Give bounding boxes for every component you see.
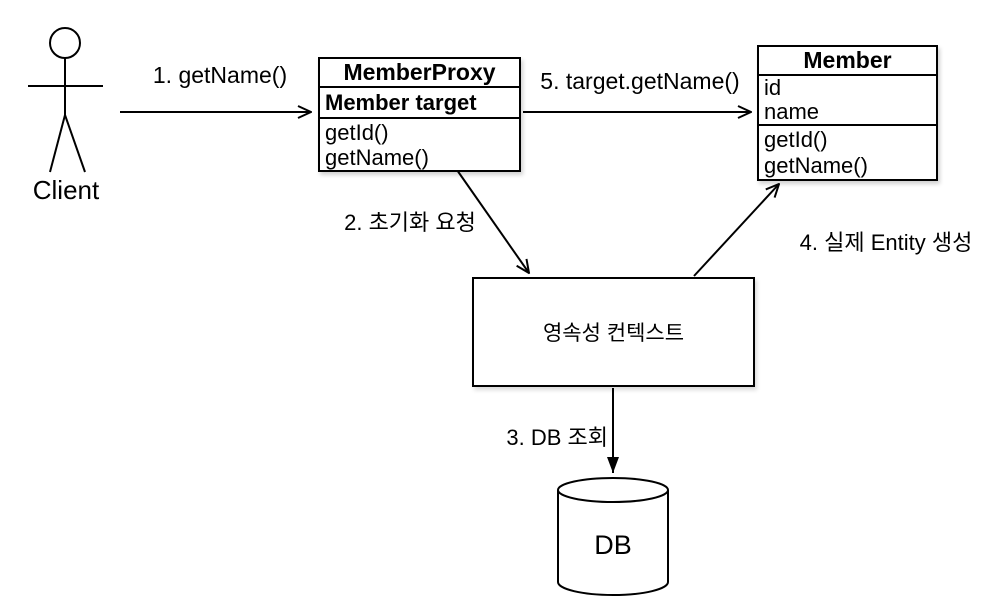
client-actor-icon: [28, 27, 103, 173]
memberproxy-attribute-target: Member target: [325, 90, 477, 115]
client-label: Client: [32, 175, 100, 205]
db-label: DB: [594, 530, 632, 560]
arrow-2-init-request: [456, 169, 529, 273]
member-methods-section: getId() getName(): [759, 126, 936, 179]
memberproxy-title: MemberProxy: [320, 59, 519, 88]
member-attribute-id: id: [764, 76, 782, 100]
member-method-getname: getName(): [764, 153, 868, 178]
memberproxy-class-box: MemberProxy Member target getId() getNam…: [318, 57, 521, 172]
memberproxy-methods-section: getId() getName(): [320, 119, 519, 170]
memberproxy-attributes-section: Member target: [320, 88, 519, 119]
arrow-4-label: 4. 실제 Entity 생성: [799, 230, 973, 255]
memberproxy-method-getid: getId(): [325, 120, 389, 145]
member-attribute-name: name: [764, 100, 820, 124]
member-class-box: Member id name getId() getName(): [757, 45, 938, 181]
member-method-getid: getId(): [764, 127, 828, 152]
arrow-4-entity-create: [693, 184, 779, 277]
memberproxy-method-getname: getName(): [325, 145, 429, 170]
persistence-context-label: 영속성 컨텍스트: [542, 322, 685, 345]
member-title: Member: [759, 47, 936, 76]
member-attributes-section: id name: [759, 76, 936, 126]
arrow-1-label: 1. getName(): [152, 62, 288, 88]
database-cylinder-icon: [557, 477, 669, 596]
arrow-3-label: 3. DB 조회: [506, 425, 608, 450]
arrow-5-label: 5. target.getName(): [540, 68, 740, 94]
persistence-context-box: 영속성 컨텍스트: [472, 277, 755, 387]
arrow-2-label: 2. 초기화 요청: [344, 210, 476, 235]
